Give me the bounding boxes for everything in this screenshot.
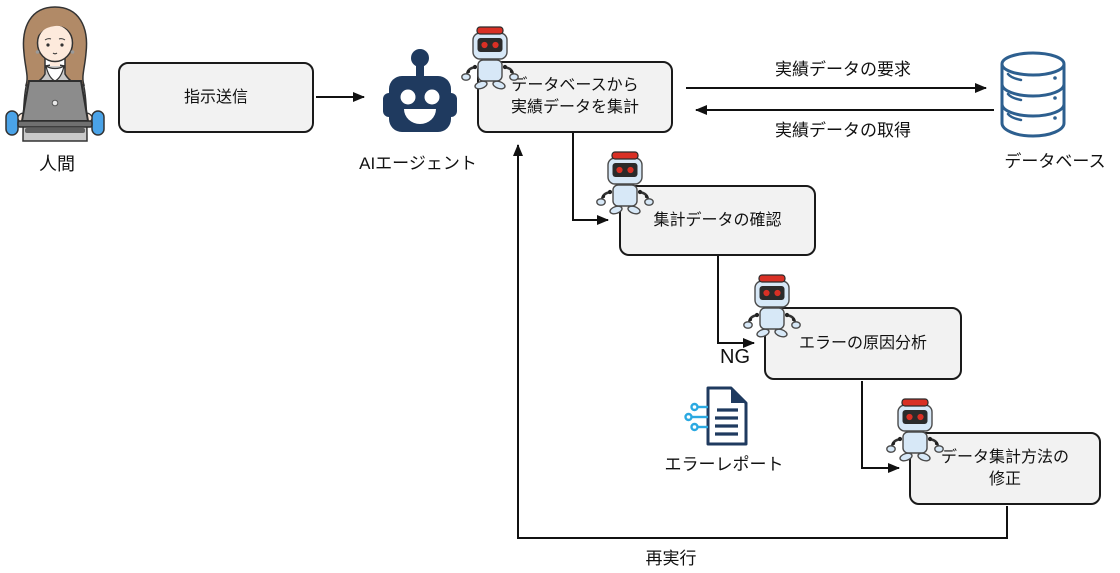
node-analyze-error-label: エラーの原因分析 bbox=[798, 334, 927, 352]
database-icon bbox=[1000, 51, 1066, 138]
node-check-data-label: 集計データの確認 bbox=[653, 211, 782, 229]
earring-right bbox=[70, 50, 75, 54]
node-fix-method: データ集計方法の 修正 bbox=[909, 432, 1101, 505]
db-shine-3 bbox=[1006, 112, 1023, 122]
circuit-node-1 bbox=[690, 402, 699, 412]
person-brows bbox=[44, 38, 66, 41]
database-label: データベース bbox=[1004, 152, 1106, 171]
request-data-label: 実績データの要求 bbox=[775, 60, 911, 79]
rerun-label: 再実行 bbox=[645, 549, 697, 568]
db-cylinder bbox=[1000, 64, 1066, 138]
db-top bbox=[1000, 51, 1066, 77]
node-analyze-error: エラーの原因分析 bbox=[764, 307, 962, 380]
db-shine-2 bbox=[1006, 92, 1023, 102]
db-dot-1 bbox=[1053, 76, 1057, 80]
person-eye-left bbox=[46, 43, 50, 47]
laptop-base bbox=[17, 120, 93, 128]
db-shine-1 bbox=[1006, 72, 1023, 82]
person-mouth bbox=[52, 52, 58, 55]
robot-eye-right bbox=[424, 89, 440, 105]
ai-agent-label: AIエージェント bbox=[359, 154, 477, 173]
node-send-instruction: 指示送信 bbox=[118, 62, 314, 133]
human-label: 人間 bbox=[39, 154, 75, 174]
chair-armrest-right bbox=[91, 110, 105, 136]
node-check-data: 集計データの確認 bbox=[619, 185, 816, 256]
db-band-1 bbox=[1000, 83, 1066, 98]
doc-fold bbox=[731, 388, 746, 403]
node-aggregate-data: データベースから 実績データを集計 bbox=[477, 61, 673, 133]
arrow-analyze-to-fix bbox=[861, 381, 900, 473]
antenna-ball bbox=[411, 49, 429, 67]
robot-eye-left bbox=[400, 89, 416, 105]
robot-smile bbox=[404, 109, 436, 124]
doc-sheet bbox=[706, 386, 748, 446]
arrow-aggregate-to-check bbox=[572, 133, 609, 225]
person-eye-right bbox=[60, 43, 64, 47]
node-fix-line2: 修正 bbox=[988, 470, 1021, 488]
db-band-2 bbox=[1000, 103, 1066, 118]
node-aggregate-line2: 実績データを集計 bbox=[510, 99, 639, 116]
db-dot-2 bbox=[1053, 96, 1057, 100]
ai-agent-icon bbox=[383, 49, 457, 132]
db-dot-3 bbox=[1053, 116, 1057, 120]
antenna-stem bbox=[416, 62, 424, 80]
person-bangs bbox=[35, 13, 75, 39]
laptop-logo bbox=[51, 99, 59, 107]
chair-armrest-left bbox=[5, 110, 19, 136]
robot-head bbox=[389, 76, 451, 132]
node-fix-line1: データ集計方法の bbox=[940, 448, 1069, 466]
node-aggregate-line1: データベースから bbox=[511, 77, 639, 95]
node-send-instruction-label: 指示送信 bbox=[183, 88, 248, 106]
circuit-node-2 bbox=[684, 412, 693, 422]
circuit-node-3 bbox=[690, 422, 699, 432]
arrow-check-to-analyze-ng bbox=[717, 256, 755, 348]
earring-left bbox=[35, 50, 40, 54]
laptop-stand bbox=[25, 128, 85, 133]
error-report-icon bbox=[684, 386, 748, 446]
arrow-rerun-loop bbox=[513, 144, 1008, 539]
ng-label: NG bbox=[720, 346, 750, 368]
human-illustration bbox=[5, 6, 105, 142]
acquire-data-label: 実績データの取得 bbox=[775, 121, 911, 140]
error-report-label: エラーレポート bbox=[664, 455, 784, 474]
